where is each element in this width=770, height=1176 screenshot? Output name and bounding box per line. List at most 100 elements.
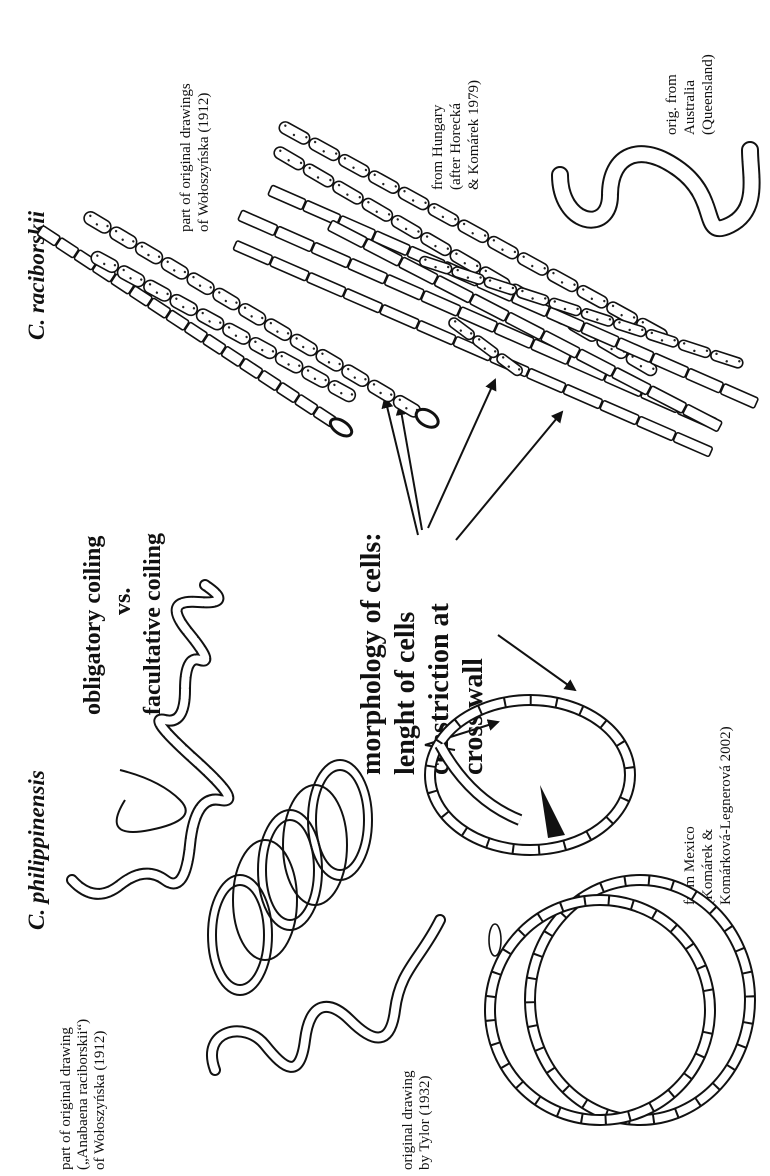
filament-cell [272, 145, 307, 172]
spiral-coil [258, 810, 322, 930]
filament-cell [600, 400, 640, 425]
source-line: („Anabaena raciborskii“) [75, 1019, 91, 1170]
filament-cell [311, 242, 351, 268]
filament-cell [348, 258, 388, 284]
filament-cell [426, 202, 461, 228]
raciborskii-filament [36, 225, 354, 440]
filament-cell [366, 169, 401, 195]
filament-cell [575, 284, 610, 310]
coiling-line: obligatory coiling [80, 536, 106, 715]
source-line: (Queensland) [700, 54, 716, 135]
filament-cell [221, 321, 253, 346]
species-label-philippinensis: C. philippinensis [24, 770, 49, 930]
filament-cell [233, 240, 273, 265]
filament-cell [331, 179, 366, 206]
filament-cell [380, 304, 420, 329]
filament-cell [185, 271, 217, 297]
filament-cell [314, 347, 346, 373]
raciborskii-filaments [36, 120, 758, 457]
tylor-source-label: original drawing by Tylor (1932) [400, 1070, 433, 1170]
source-line: orig. from [664, 74, 680, 135]
filament-cell [288, 332, 320, 358]
source-line: (Komárek & [700, 828, 716, 905]
filament-loop [117, 770, 186, 832]
filament-cell [82, 209, 114, 235]
filament-cell [396, 185, 431, 211]
source-line: part of original drawing [58, 1027, 74, 1170]
source-line: & Komárek 1979) [466, 80, 482, 190]
source-line: Komárková-Legnerová 2002) [718, 726, 734, 905]
filament-cell [268, 185, 306, 210]
heterocyte [327, 415, 354, 439]
raciborskii-filament [89, 249, 358, 404]
spiral-coil-inner [266, 820, 314, 920]
source-line: (after Horecká [448, 103, 464, 190]
mexico-coil-upper [430, 700, 630, 850]
australia-source-label: orig. from Australia (Queensland) [664, 54, 716, 135]
terminal-cell [489, 924, 501, 956]
source-line: of Wołoszyńska (1912) [92, 1031, 108, 1170]
filament-cell [159, 255, 191, 281]
filament-cell [365, 378, 397, 404]
heterocyte [540, 785, 565, 838]
coiling-heading: obligatory coiling vs. facultative coili… [80, 533, 166, 715]
filament-cell [360, 196, 395, 223]
hungary-source-label: from Hungary (after Horecká & Komárek 19… [430, 80, 482, 190]
filament-cell [247, 335, 279, 360]
source-line: of Wołoszyńska (1912) [196, 93, 212, 232]
coiling-line: facultative coiling [140, 533, 166, 715]
filament-cell [685, 368, 723, 393]
source-line: by Tylor (1932) [417, 1075, 433, 1170]
source-line: part of original drawings [178, 83, 194, 232]
filament-cell [389, 213, 424, 240]
arrow [400, 405, 422, 530]
filament-cell [456, 218, 491, 244]
spiral-coil [308, 760, 372, 880]
filament-cell [262, 317, 294, 343]
spiral-coil-inner [316, 770, 364, 870]
morphology-line: morphology of cells: [356, 532, 387, 775]
filament-cells [560, 150, 752, 228]
filament-cell [133, 240, 165, 266]
filament-cell [236, 301, 268, 327]
filament-cell [710, 349, 744, 369]
coiling-line: vs. [110, 588, 136, 615]
source-line: original drawing [400, 1070, 416, 1170]
filament-cell [107, 225, 139, 251]
filament-cell [673, 432, 713, 457]
source-line: Australia [682, 80, 698, 135]
morphology-line: lenght of cells [390, 612, 421, 775]
filament-cell [238, 210, 278, 236]
filament-cell [486, 234, 521, 260]
filament-cell [306, 272, 346, 297]
filament-cell [277, 120, 312, 146]
filament-cell [651, 353, 689, 378]
source-line: from Hungary [430, 104, 446, 190]
filament-cell [343, 288, 383, 313]
filament-cell [526, 368, 566, 393]
filament-cell [384, 274, 424, 300]
australia-wave-filament [560, 150, 752, 228]
filament-cell [545, 267, 580, 293]
filament-cell [563, 384, 603, 409]
filament-cell [300, 364, 332, 389]
woloszynska-anabaena-source-label: part of original drawing („Anabaena raci… [58, 1019, 108, 1170]
filament-cell [274, 226, 314, 252]
filament-cell [307, 136, 342, 162]
woloszynska-raciborskii-source-label: part of original drawings of Wołoszyńska… [178, 83, 212, 232]
filament-cell [211, 286, 243, 312]
coil-cells [530, 880, 750, 1120]
filament-cell [636, 416, 676, 441]
mexico-source-label: from Mexico (Komárek & Komárková-Legnero… [682, 726, 734, 905]
filament-cell [720, 383, 758, 408]
arrow [498, 635, 575, 690]
filament-cell [273, 350, 305, 375]
spiral-coil [283, 785, 347, 905]
filament-cell [677, 339, 711, 359]
filament-cell [301, 162, 336, 189]
heterocyte [413, 406, 441, 431]
morphology-heading: morphology of cells: lenght of cells con… [356, 532, 489, 775]
filament-cell [270, 256, 310, 281]
mexico-coil-lower [489, 880, 750, 1120]
